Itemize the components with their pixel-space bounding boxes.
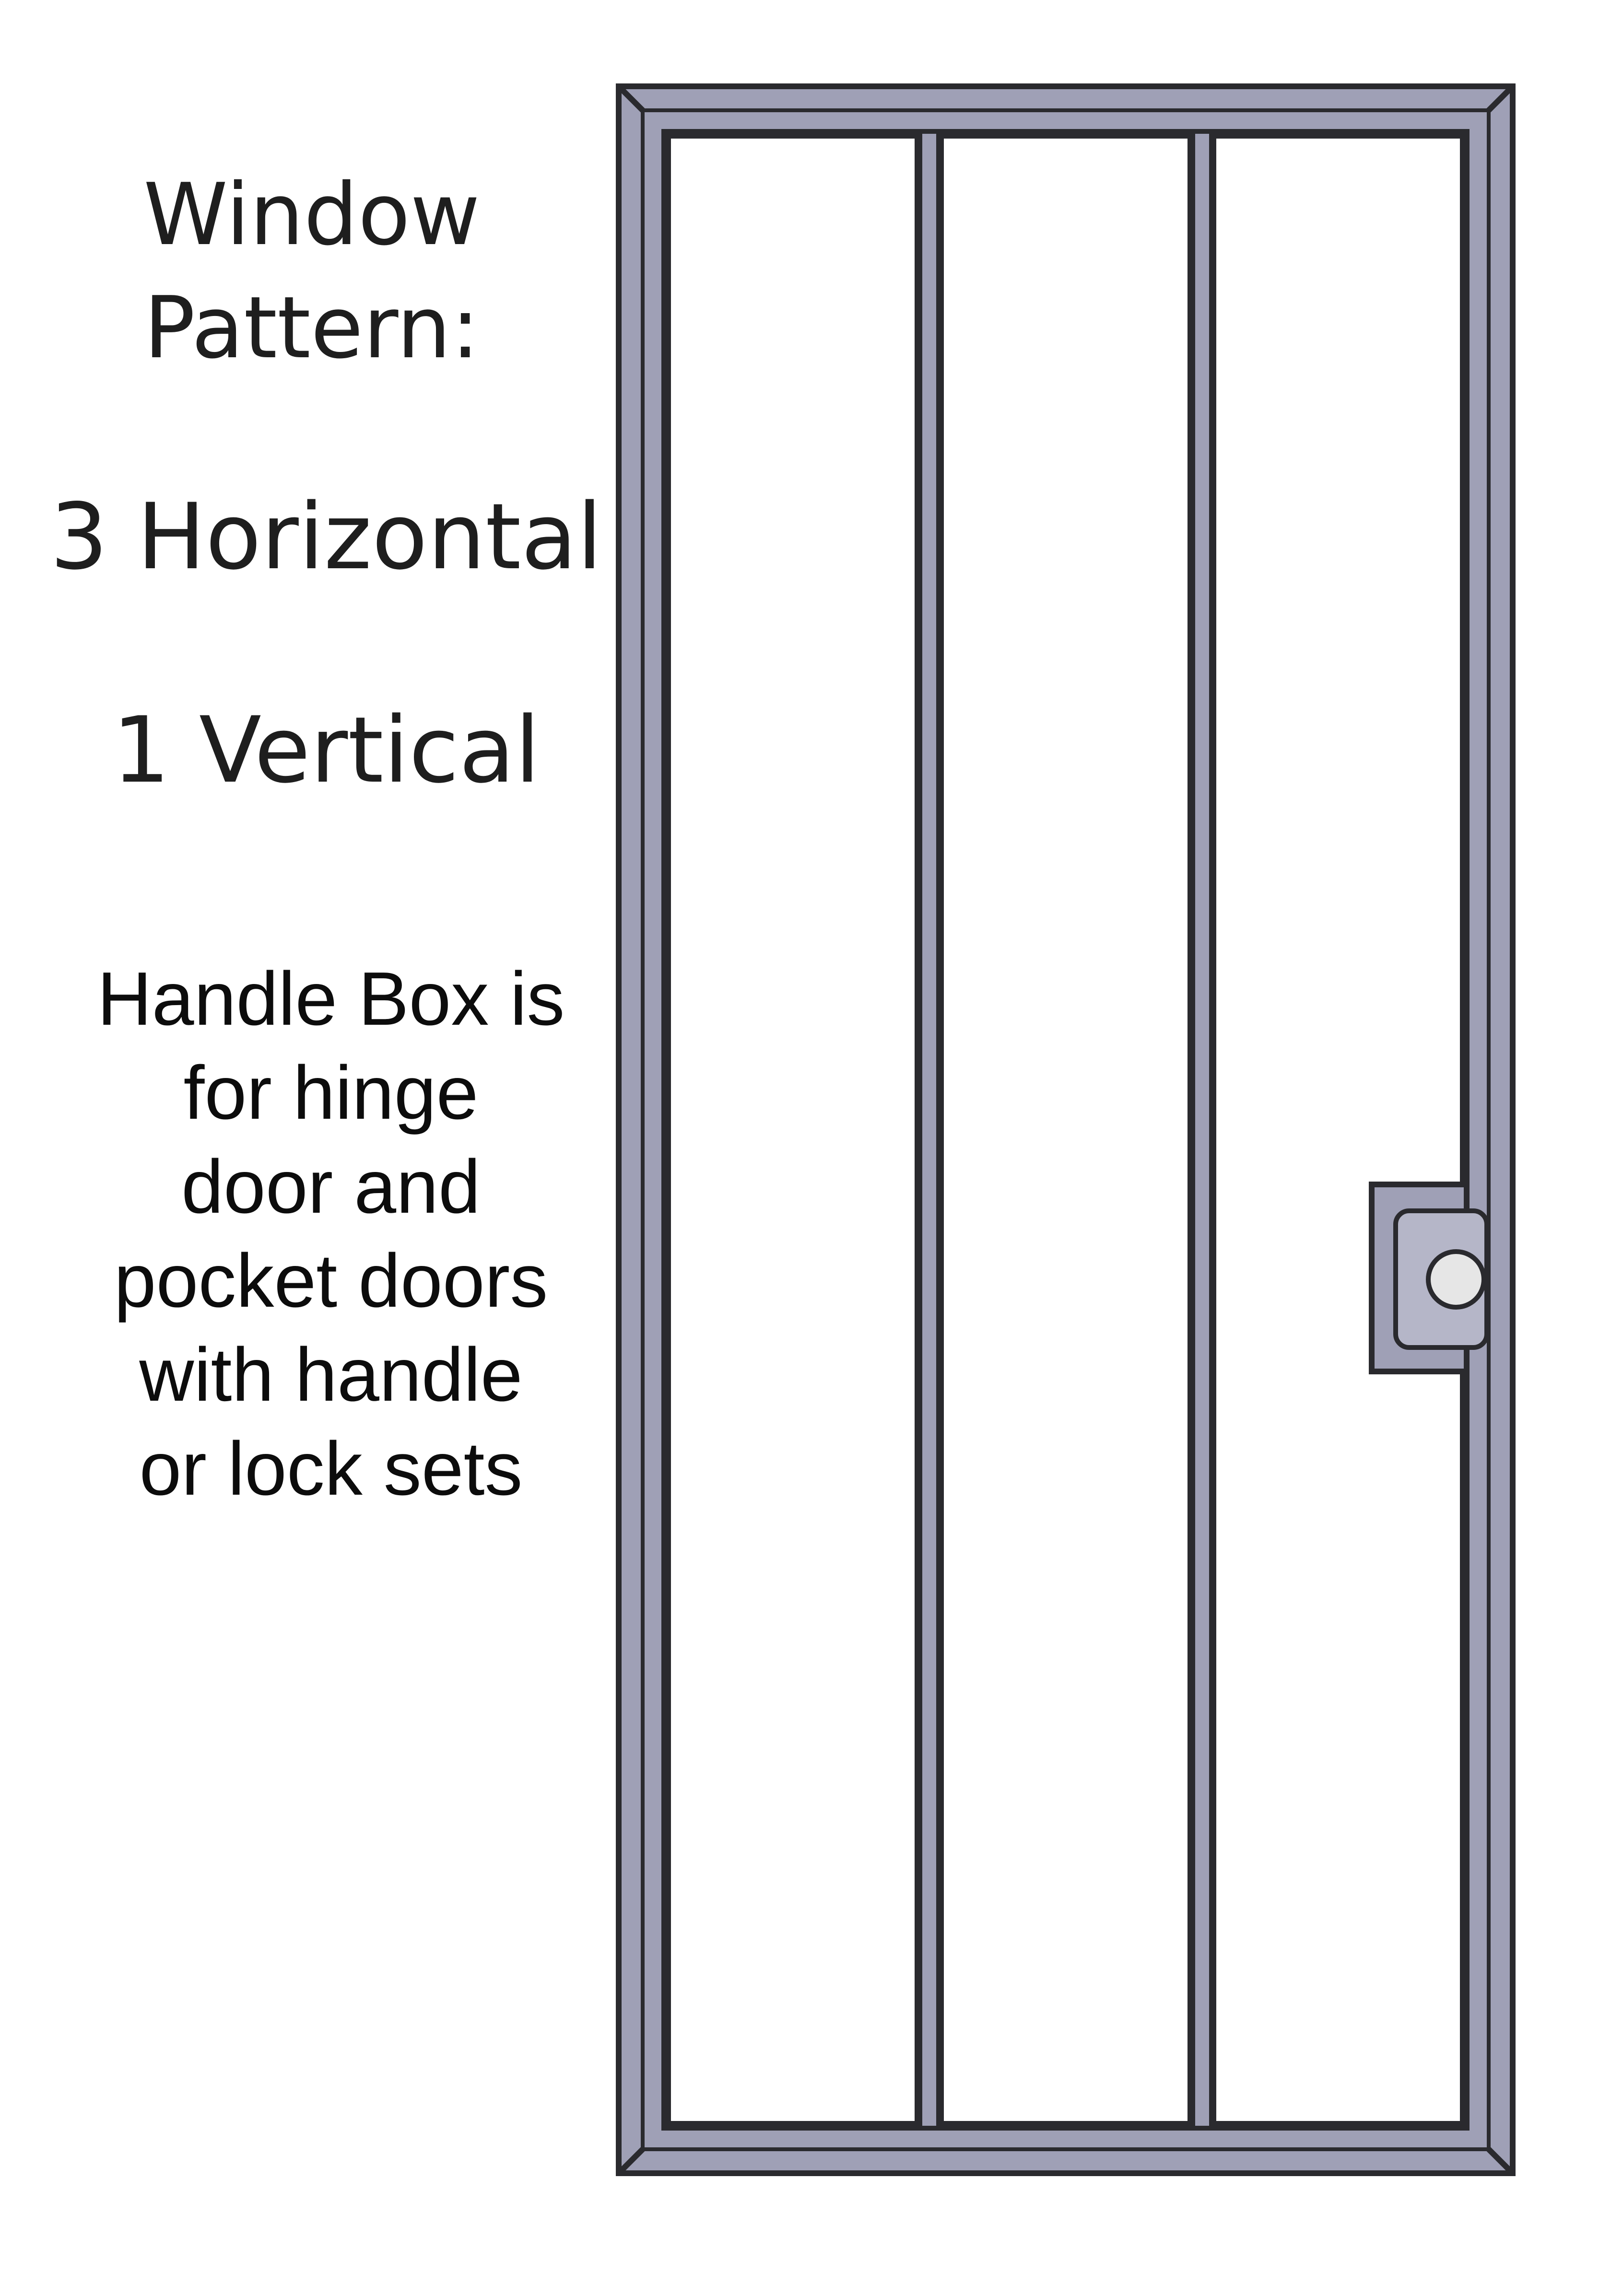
bevel-tl bbox=[616, 84, 645, 113]
title-line-1: Window bbox=[143, 165, 480, 264]
horizontal-count-label: 3 Horizontal bbox=[50, 484, 602, 590]
mullion-left bbox=[918, 130, 940, 2130]
glass-panel-middle bbox=[938, 133, 1193, 2127]
glass-panels bbox=[665, 133, 1466, 2127]
note-line-4: pocket doors bbox=[114, 1239, 548, 1323]
title-line-2: Pattern: bbox=[143, 278, 480, 377]
note-line-5: with handle bbox=[139, 1333, 523, 1417]
mullion-right bbox=[1191, 130, 1213, 2130]
glass-panel-right bbox=[1211, 133, 1466, 2127]
note-line-3: door and bbox=[181, 1145, 481, 1229]
bevel-bl bbox=[616, 2147, 645, 2176]
glass-panel-left bbox=[665, 133, 920, 2127]
mullions bbox=[918, 130, 1213, 2130]
handle-box-note: Handle Box is for hinge door and pocket … bbox=[58, 952, 604, 1516]
bevel-tr bbox=[1486, 84, 1515, 113]
window-pattern-title: Window Pattern: bbox=[38, 158, 585, 385]
handle-hole-icon bbox=[1426, 1249, 1486, 1310]
bevel-br bbox=[1486, 2147, 1515, 2176]
note-line-1: Handle Box is bbox=[97, 957, 565, 1041]
handle-box bbox=[1369, 1182, 1489, 1374]
note-line-6: or lock sets bbox=[139, 1427, 523, 1511]
vertical-count-label: 1 Vertical bbox=[112, 697, 541, 803]
frame-inner-bevel bbox=[641, 108, 1491, 2151]
note-line-2: for hinge bbox=[183, 1051, 479, 1135]
